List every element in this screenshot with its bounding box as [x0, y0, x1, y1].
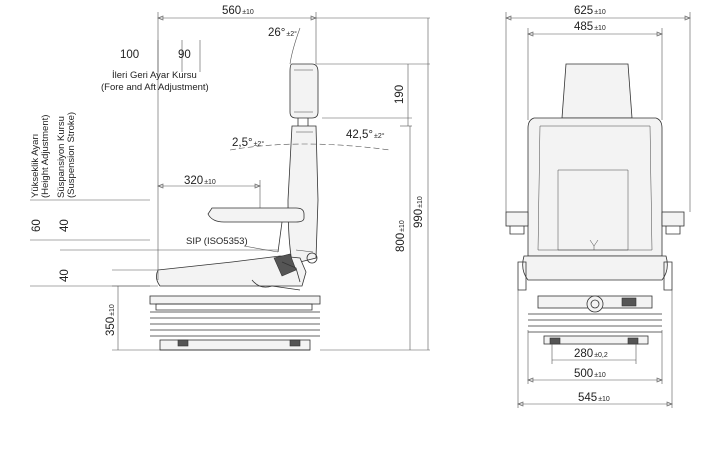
sip-height-tol: ±10 — [399, 220, 406, 232]
suspension-stroke-lower: 40 — [59, 269, 71, 282]
headrest-angle-value: 26° — [268, 27, 285, 39]
back-angle-front-tol: ±2° — [374, 132, 385, 140]
svg-text:560±10: 560±10 — [222, 5, 254, 17]
front-dimensions — [505, 12, 691, 408]
overall-height-value: 990 — [413, 209, 425, 228]
height-adjustment-value: 60 — [31, 219, 43, 232]
sip-height-value: 800 — [395, 233, 407, 252]
armrest-depth-value: 320 — [184, 175, 203, 187]
height-adjustment-label-en: (Height Adjustment) — [40, 115, 51, 198]
headrest-angle-tol: ±2° — [286, 30, 297, 38]
svg-text:990±10: 990±10 — [413, 196, 425, 228]
svg-text:625±10: 625±10 — [574, 5, 606, 17]
svg-text:485±10: 485±10 — [574, 21, 606, 33]
fore-aft-label-tr: İleri Geri Ayar Kursu — [112, 70, 197, 81]
svg-text:545±10: 545±10 — [578, 392, 610, 404]
rail-width-tol: ±0,2 — [594, 352, 608, 359]
side-dimensions — [30, 12, 430, 351]
svg-text:320±10: 320±10 — [184, 175, 216, 187]
base-width-value: 500 — [574, 368, 593, 380]
back-angle-rear-tol: ±2° — [254, 140, 265, 148]
overall-width-value: 625 — [574, 5, 593, 17]
overall-width-tol: ±10 — [594, 9, 606, 16]
fore-aft-rear: 100 — [120, 49, 139, 61]
top-width-value: 560 — [222, 5, 241, 17]
overall-height-tol: ±10 — [417, 196, 424, 208]
bottom-width-value: 545 — [578, 392, 597, 404]
suspension-stroke-upper: 40 — [59, 219, 71, 232]
bottom-width-tol: ±10 — [598, 396, 610, 403]
suspension-stroke-label-tr: Süspansiyon Kursu — [56, 116, 67, 198]
seat-front-view-icon — [505, 63, 685, 345]
top-width-tol: ±10 — [242, 9, 254, 16]
back-width-tol: ±10 — [594, 25, 606, 32]
base-height-value: 350 — [105, 317, 117, 336]
svg-text:2,5°±2°: 2,5°±2° — [232, 137, 264, 149]
back-width-value: 485 — [574, 21, 593, 33]
height-adjustment-label-tr: Yükseklik Ayarı — [30, 134, 41, 198]
rail-width-value: 280 — [574, 348, 593, 360]
svg-text:26°±2°: 26°±2° — [268, 27, 297, 39]
fore-aft-label-en: (Fore and Aft Adjustment) — [101, 82, 209, 93]
back-angle-rear-value: 2,5° — [232, 137, 253, 149]
back-angle-front-value: 42,5° — [346, 129, 373, 141]
seat-side-view-icon — [149, 63, 321, 351]
base-width-tol: ±10 — [594, 372, 606, 379]
svg-text:800±10: 800±10 — [395, 220, 407, 252]
svg-text:280±0,2: 280±0,2 — [574, 348, 608, 360]
svg-text:500±10: 500±10 — [574, 368, 606, 380]
front-view-labels: 625±10 485±10 280±0,2 500±10 545±10 — [574, 5, 610, 404]
armrest-depth-tol: ±10 — [204, 179, 216, 186]
sip-label: SIP (ISO5353) — [186, 236, 248, 247]
svg-text:350±10: 350±10 — [105, 304, 117, 336]
fore-aft-front: 90 — [178, 49, 191, 61]
svg-text:42,5°±2°: 42,5°±2° — [346, 129, 385, 141]
headrest-height-value: 190 — [394, 85, 406, 104]
suspension-stroke-label-en: (Suspension Stroke) — [66, 112, 77, 198]
side-view-labels: 560±10 26°±2° 100 90 İleri Geri Ayar Kur… — [30, 5, 425, 336]
base-height-tol: ±10 — [109, 304, 116, 316]
